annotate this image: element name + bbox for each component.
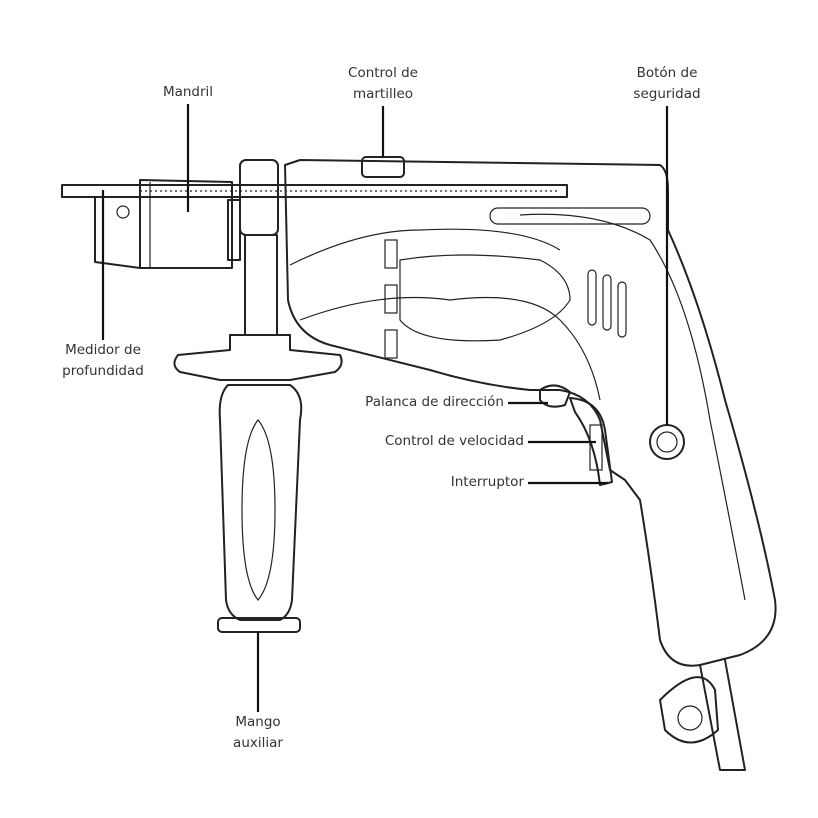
- chuck: [94, 179, 233, 269]
- depth-gauge-rod: [61, 184, 568, 198]
- label-speed-control: Control de velocidad: [384, 433, 524, 449]
- vent-slots: [384, 239, 627, 359]
- label-depth-gauge: Medidor de profundidad: [62, 340, 144, 382]
- chuck-collar: [227, 199, 241, 261]
- body-side-panel: [399, 254, 571, 342]
- power-cord: [699, 659, 746, 771]
- auxiliary-handle: [173, 159, 343, 633]
- speed-control-wheel: [589, 424, 603, 471]
- handle-grip: [218, 384, 303, 621]
- trigger: [569, 397, 613, 486]
- top-slot: [489, 207, 651, 225]
- label-mandril: Mandril: [162, 84, 214, 100]
- body-contour-line: [519, 213, 746, 601]
- chuck-key-hole: [116, 205, 130, 219]
- vent-slot: [384, 329, 398, 359]
- cord-strain-relief: [659, 676, 719, 744]
- vent-slot: [384, 239, 398, 269]
- label-line: Botón de: [636, 65, 698, 81]
- label-line: Medidor de: [65, 342, 141, 358]
- vent-slot: [384, 284, 398, 314]
- safety-button-inner: [656, 431, 678, 453]
- label-hammer-control: Control de martilleo: [348, 63, 418, 105]
- handle-shaft: [244, 234, 278, 336]
- label-line: seguridad: [633, 86, 701, 102]
- vent-slot: [617, 281, 627, 338]
- vent-slot: [602, 274, 612, 331]
- label-line: martilleo: [352, 86, 414, 102]
- label-aux-handle: Mango auxiliar: [233, 712, 283, 754]
- handle-guard: [173, 334, 343, 381]
- safety-button: [649, 424, 685, 460]
- drill-body: [284, 159, 777, 667]
- vent-slot: [587, 269, 597, 326]
- label-line: profundidad: [62, 363, 144, 379]
- handle-grip-inset: [241, 419, 276, 601]
- label-line: Mango: [235, 714, 281, 730]
- body-contour-line: [289, 228, 561, 266]
- label-direction-lever: Palanca de dirección: [365, 394, 504, 410]
- cord-clip: [677, 705, 703, 731]
- label-line: auxiliar: [233, 735, 283, 751]
- label-safety-button: Botón de seguridad: [633, 63, 700, 105]
- label-switch: Interruptor: [450, 474, 524, 490]
- body-contour-line: [299, 296, 601, 401]
- label-line: Control de: [348, 65, 418, 81]
